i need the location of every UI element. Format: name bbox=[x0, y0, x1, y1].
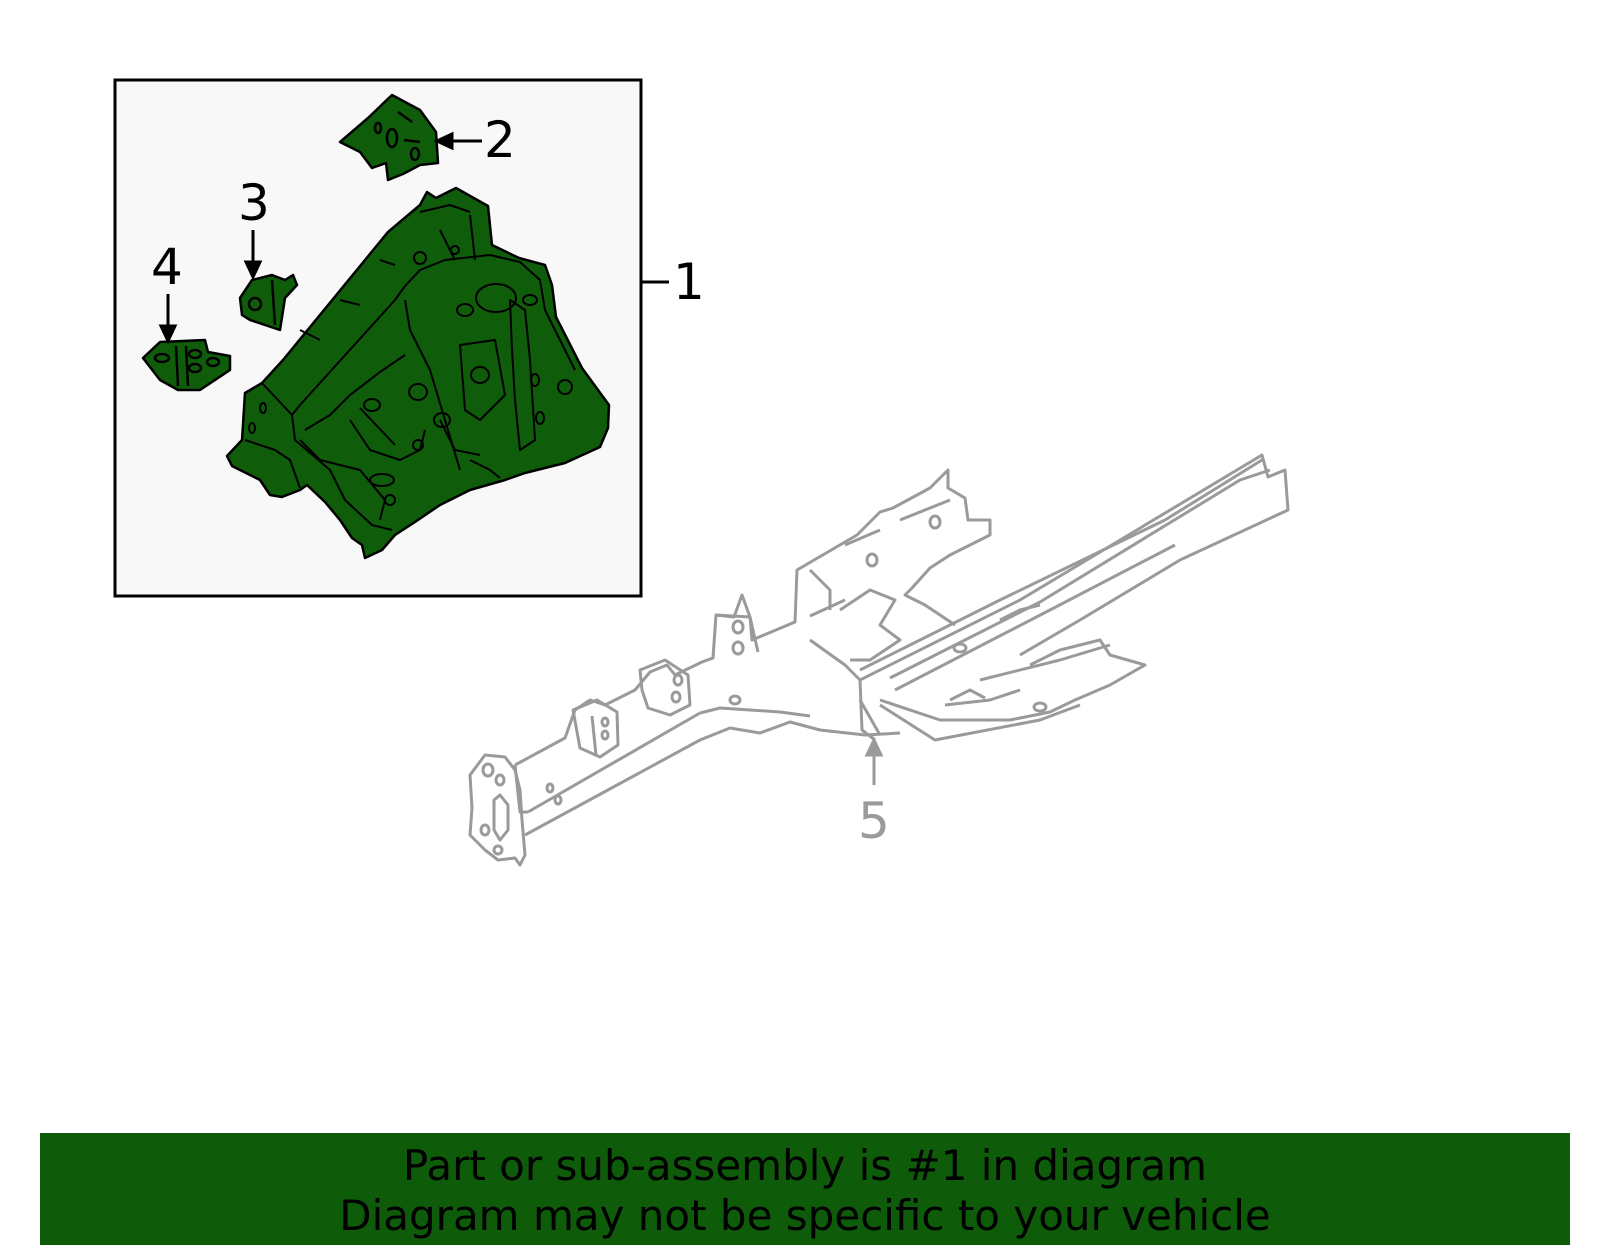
banner-line-1: Part or sub-assembly is #1 in diagram bbox=[402, 1141, 1208, 1190]
banner-line-2: Diagram may not be specific to your vehi… bbox=[339, 1191, 1271, 1240]
callout-2: 2 bbox=[484, 111, 516, 169]
notice-banner: Part or sub-assembly is #1 in diagram Di… bbox=[40, 1133, 1570, 1245]
part-2-bracket[interactable] bbox=[338, 93, 440, 182]
part-3-mount[interactable] bbox=[238, 273, 299, 332]
part-5-frame-rail[interactable] bbox=[468, 453, 1290, 867]
callout-5-leader bbox=[864, 736, 884, 785]
callout-5: 5 bbox=[858, 792, 890, 850]
callout-3: 3 bbox=[238, 174, 270, 232]
part-4-plate[interactable] bbox=[141, 338, 232, 392]
callout-1: 1 bbox=[673, 253, 705, 311]
callout-leaders bbox=[158, 131, 669, 345]
part-1-apron-assembly[interactable] bbox=[225, 186, 611, 560]
callout-4: 4 bbox=[151, 238, 183, 296]
